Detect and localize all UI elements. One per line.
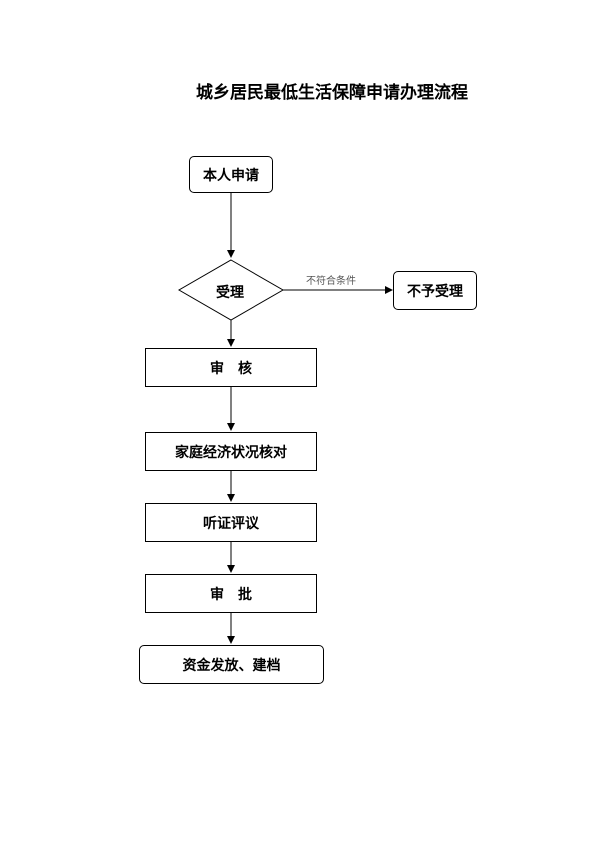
node-payout: 资金发放、建档 xyxy=(139,645,324,684)
page-title: 城乡居民最低生活保障申请办理流程 xyxy=(196,83,468,103)
node-accept-label: 受理 xyxy=(216,285,244,301)
node-verify: 家庭经济状况核对 xyxy=(145,432,317,471)
node-review: 审 核 xyxy=(145,348,317,387)
node-apply: 本人申请 xyxy=(189,156,273,193)
node-hearing: 听证评议 xyxy=(145,503,317,542)
node-approve: 审 批 xyxy=(145,574,317,613)
edge-label-not-qualified: 不符合条件 xyxy=(306,276,356,287)
node-reject: 不予受理 xyxy=(393,271,477,310)
